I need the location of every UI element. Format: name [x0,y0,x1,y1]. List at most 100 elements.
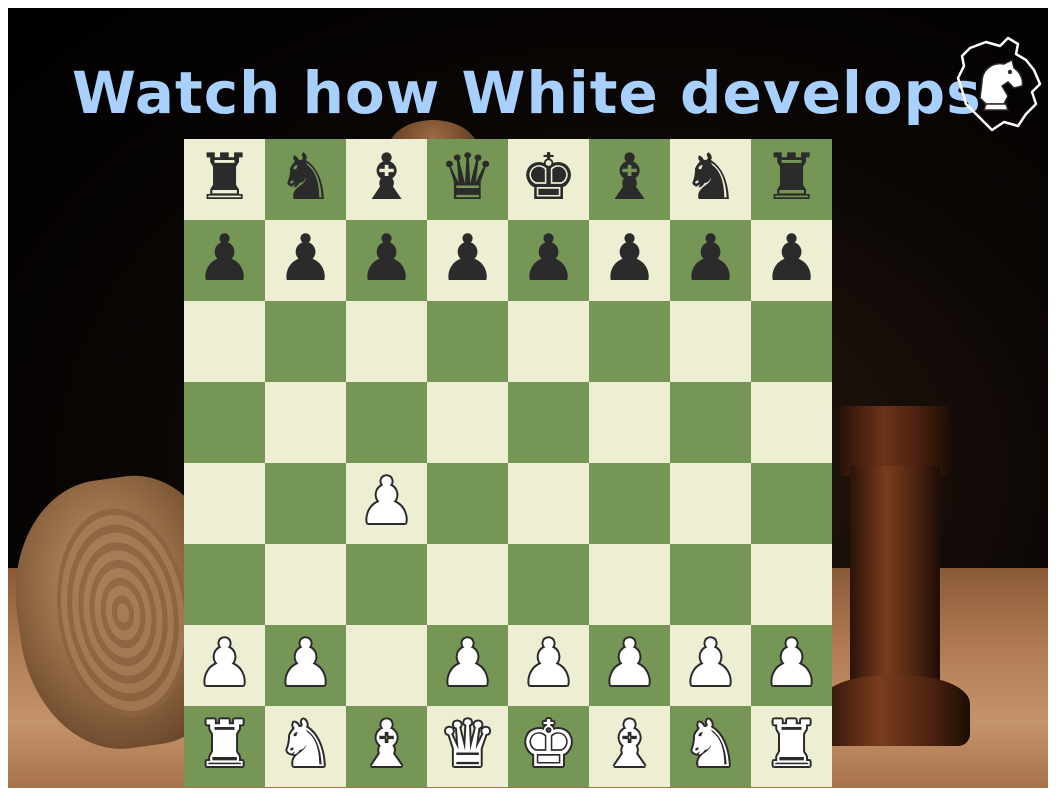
white-pawn-icon[interactable]: ♟ [763,632,820,696]
white-bishop-icon[interactable]: ♝ [358,713,415,777]
square-b1[interactable]: ♞ [265,706,346,787]
square-c1[interactable]: ♝ [346,706,427,787]
square-b5[interactable] [265,382,346,463]
square-c5[interactable] [346,382,427,463]
square-g6[interactable] [670,301,751,382]
square-a7[interactable]: ♟ [184,220,265,301]
black-knight-icon[interactable]: ♞ [682,146,739,210]
square-f8[interactable]: ♝ [589,139,670,220]
black-bishop-icon[interactable]: ♝ [601,146,658,210]
black-king-icon[interactable]: ♚ [520,146,577,210]
square-g1[interactable]: ♞ [670,706,751,787]
square-a2[interactable]: ♟ [184,625,265,706]
white-rook-icon[interactable]: ♜ [763,713,820,777]
square-f1[interactable]: ♝ [589,706,670,787]
square-h1[interactable]: ♜ [751,706,832,787]
square-d2[interactable]: ♟ [427,625,508,706]
square-c8[interactable]: ♝ [346,139,427,220]
square-h7[interactable]: ♟ [751,220,832,301]
square-c3[interactable] [346,544,427,625]
white-pawn-icon[interactable]: ♟ [520,632,577,696]
white-pawn-icon[interactable]: ♟ [196,632,253,696]
square-e1[interactable]: ♚ [508,706,589,787]
square-g3[interactable] [670,544,751,625]
square-a4[interactable] [184,463,265,544]
square-d1[interactable]: ♛ [427,706,508,787]
white-pawn-icon[interactable]: ♟ [277,632,334,696]
square-g2[interactable]: ♟ [670,625,751,706]
square-f7[interactable]: ♟ [589,220,670,301]
black-pawn-icon[interactable]: ♟ [196,227,253,291]
white-rook-icon[interactable]: ♜ [196,713,253,777]
square-g4[interactable] [670,463,751,544]
square-d5[interactable] [427,382,508,463]
square-d6[interactable] [427,301,508,382]
white-bishop-icon[interactable]: ♝ [601,713,658,777]
square-c4[interactable]: ♟ [346,463,427,544]
black-pawn-icon[interactable]: ♟ [763,227,820,291]
square-d4[interactable] [427,463,508,544]
white-knight-icon[interactable]: ♞ [277,713,334,777]
square-b7[interactable]: ♟ [265,220,346,301]
square-e7[interactable]: ♟ [508,220,589,301]
square-h3[interactable] [751,544,832,625]
black-pawn-icon[interactable]: ♟ [682,227,739,291]
square-a5[interactable] [184,382,265,463]
square-g8[interactable]: ♞ [670,139,751,220]
black-pawn-icon[interactable]: ♟ [439,227,496,291]
slide: Watch how White develops ♜♞♝♛♚♝♞♜♟♟♟♟♟♟♟… [8,8,1048,788]
black-pawn-icon[interactable]: ♟ [277,227,334,291]
square-h2[interactable]: ♟ [751,625,832,706]
black-pawn-icon[interactable]: ♟ [358,227,415,291]
square-b4[interactable] [265,463,346,544]
square-g7[interactable]: ♟ [670,220,751,301]
chess-board: ♜ ♞ ♝ ♛ ♚ ♝ ♞ ♜ ♟ ♟ ♟ ♟ ♟ ♟ ♟ ♟ ♟ ♟ ♟ ♟ ♟ ♟ ♟ ♟ ♜ ♞ ♝ ♛ ♚ ♝ ♞ ♜ [184,139,832,787]
square-f5[interactable] [589,382,670,463]
square-b3[interactable] [265,544,346,625]
square-e2[interactable]: ♟ [508,625,589,706]
square-c6[interactable] [346,301,427,382]
white-pawn-icon[interactable]: ♟ [358,470,415,534]
black-rook-icon[interactable]: ♜ [196,146,253,210]
square-h4[interactable] [751,463,832,544]
square-h5[interactable] [751,382,832,463]
square-a6[interactable] [184,301,265,382]
square-e6[interactable] [508,301,589,382]
square-a3[interactable] [184,544,265,625]
black-rook-icon[interactable]: ♜ [763,146,820,210]
square-b2[interactable]: ♟ [265,625,346,706]
square-d7[interactable]: ♟ [427,220,508,301]
square-b6[interactable] [265,301,346,382]
white-pawn-icon[interactable]: ♟ [682,632,739,696]
square-f4[interactable] [589,463,670,544]
square-a8[interactable]: ♜ [184,139,265,220]
white-king-icon[interactable]: ♚ [520,713,577,777]
square-e4[interactable] [508,463,589,544]
square-f6[interactable] [589,301,670,382]
black-pawn-icon[interactable]: ♟ [601,227,658,291]
square-d3[interactable] [427,544,508,625]
white-knight-icon[interactable]: ♞ [682,713,739,777]
square-f3[interactable] [589,544,670,625]
knight-map-logo-icon [952,34,1048,134]
white-queen-icon[interactable]: ♛ [439,713,496,777]
black-bishop-icon[interactable]: ♝ [358,146,415,210]
square-h6[interactable] [751,301,832,382]
black-queen-icon[interactable]: ♛ [439,146,496,210]
black-pawn-icon[interactable]: ♟ [520,227,577,291]
square-g5[interactable] [670,382,751,463]
square-c7[interactable]: ♟ [346,220,427,301]
square-h8[interactable]: ♜ [751,139,832,220]
black-knight-icon[interactable]: ♞ [277,146,334,210]
square-e3[interactable] [508,544,589,625]
square-f2[interactable]: ♟ [589,625,670,706]
white-pawn-icon[interactable]: ♟ [601,632,658,696]
background-rook-piece [820,406,970,756]
square-b8[interactable]: ♞ [265,139,346,220]
white-pawn-icon[interactable]: ♟ [439,632,496,696]
square-c2[interactable] [346,625,427,706]
square-e5[interactable] [508,382,589,463]
square-a1[interactable]: ♜ [184,706,265,787]
square-d8[interactable]: ♛ [427,139,508,220]
square-e8[interactable]: ♚ [508,139,589,220]
